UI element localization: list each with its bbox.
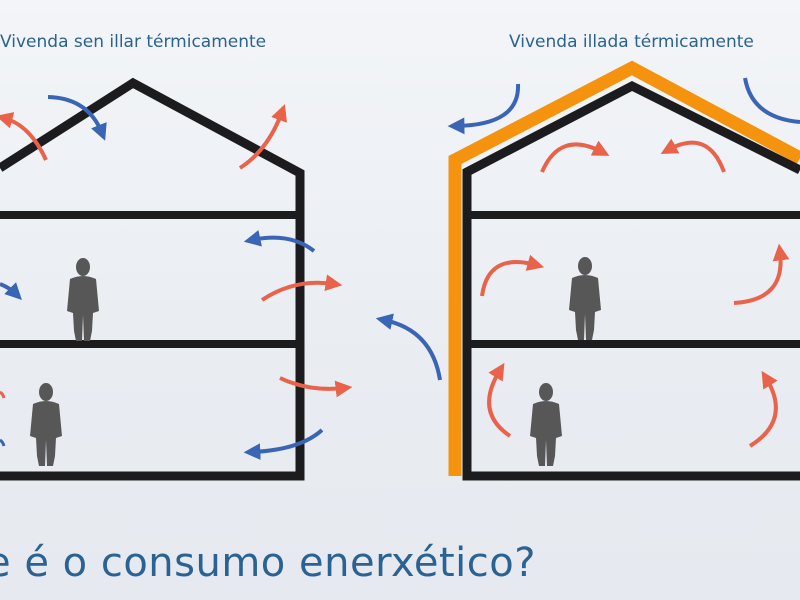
warm-arrow-icon (480, 254, 545, 297)
warm-arrow-icon (279, 376, 353, 398)
left-house-caption: Vivenda sen illar térmicamente (0, 32, 267, 52)
person-icon (30, 383, 62, 466)
person-icon (569, 257, 601, 340)
warm-arrow-icon (0, 112, 48, 161)
warm-arrow-icon (540, 140, 610, 173)
cold-arrow-icon (243, 428, 324, 461)
insulation-layer (448, 60, 800, 476)
left-house (0, 77, 353, 481)
cold-arrow-icon (0, 282, 22, 300)
warm-arrow-icon (487, 362, 512, 438)
person-icon (530, 383, 562, 466)
cold-arrow-icon (243, 230, 316, 253)
right-house-walls (462, 80, 800, 481)
right-house-caption: Vivenda illada térmicamente (509, 32, 754, 52)
person-icon (67, 258, 99, 341)
warm-arrow-icon (660, 138, 726, 173)
cold-arrow-icon (375, 313, 442, 381)
warm-arrow-icon (733, 243, 790, 305)
energy-consumption-question: e é o consumo enerxético? (0, 540, 536, 586)
warm-arrow-icon (0, 390, 6, 399)
warm-arrow-icon (260, 274, 343, 302)
warm-arrow-icon (748, 370, 778, 448)
cold-arrow-icon (447, 83, 521, 135)
cold-arrow-icon (47, 95, 107, 141)
cold-arrow-icon (743, 77, 800, 124)
warm-arrow-icon (238, 104, 287, 170)
right-house (447, 60, 800, 481)
cold-arrow-icon (0, 438, 6, 447)
